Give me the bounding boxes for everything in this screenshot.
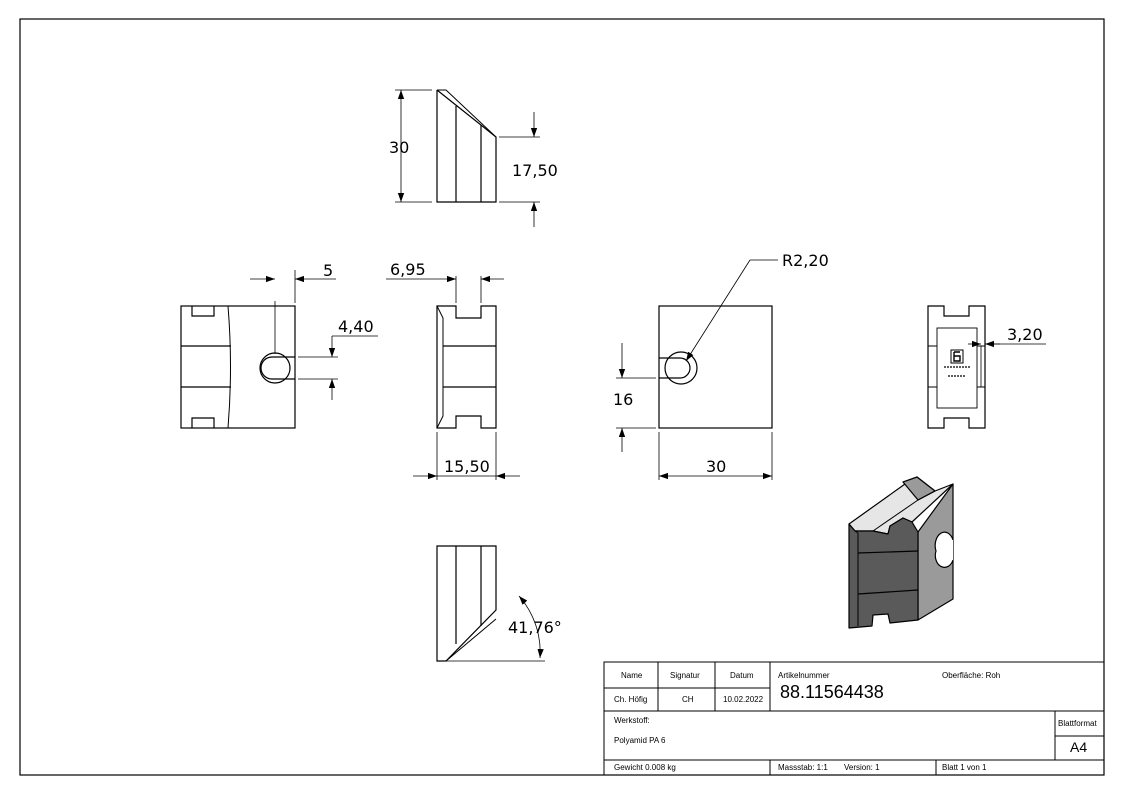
title-block [603, 661, 1105, 776]
blatt: Blatt 1 von 1 [942, 763, 987, 772]
artikel-number: 88.11564438 [780, 682, 884, 702]
value-signatur: CH [682, 695, 694, 704]
dim-side-slot: 6,95 [390, 260, 426, 279]
back-view [927, 305, 1046, 429]
header-datum: Datum [730, 671, 754, 680]
dim-top-right: 17,50 [512, 161, 558, 180]
werkstoff-value: Polyamid PA 6 [614, 736, 666, 745]
dim-front-height: 16 [613, 390, 633, 409]
dim-angle: 41,76° [508, 618, 562, 637]
dim-back-depth: 3,20 [1007, 325, 1043, 344]
dim-radius: R2,20 [782, 251, 829, 270]
logo-emboss [944, 349, 970, 377]
bottom-view [436, 545, 545, 662]
value-datum: 10.02.2022 [723, 695, 764, 704]
blattformat-value: A4 [1070, 739, 1087, 755]
front-view [616, 259, 778, 480]
header-signatur: Signatur [670, 671, 700, 680]
artikel-label: Artikelnummer [778, 671, 830, 680]
value-name: Ch. Höfig [614, 695, 647, 704]
side-view [386, 275, 520, 480]
top-view [395, 89, 540, 227]
left-view [180, 270, 378, 429]
isometric-view [848, 476, 954, 629]
dim-top-height: 30 [389, 138, 409, 157]
sheet-border [19, 18, 1105, 776]
header-name: Name [621, 671, 643, 680]
oberflaeche: Oberfläche: Roh [942, 671, 1000, 680]
massstab: Massstab: 1:1 [778, 763, 828, 772]
werkstoff-label: Werkstoff: [614, 716, 650, 725]
dim-left-slot: 5 [323, 261, 333, 280]
version: Version: 1 [844, 763, 880, 772]
dim-side-width: 15,50 [444, 457, 490, 476]
dim-left-hole: 4,40 [338, 317, 374, 336]
blattformat-label: Blattformat [1058, 719, 1097, 728]
dim-front-width: 30 [706, 457, 726, 476]
gewicht: Gewicht 0.008 kg [614, 763, 676, 772]
